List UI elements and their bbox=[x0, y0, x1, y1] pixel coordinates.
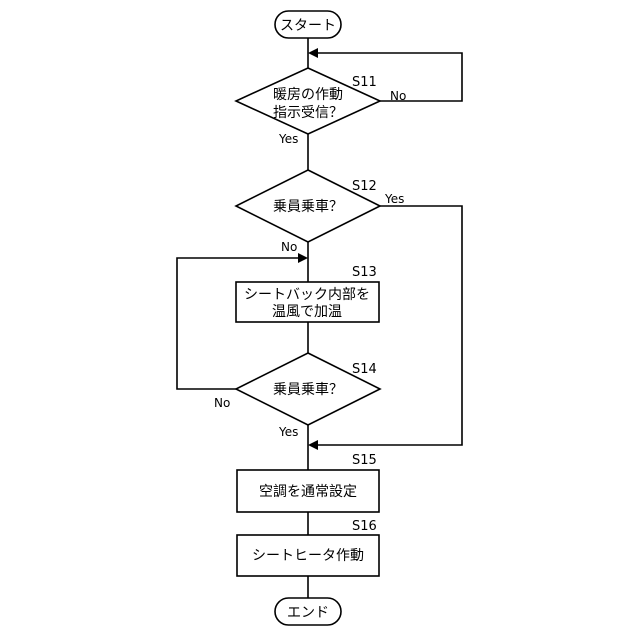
start-terminal: スタート bbox=[275, 11, 341, 38]
process-s13-line2: 温風で加温 bbox=[272, 304, 342, 320]
arrowhead-s11-loop bbox=[308, 48, 318, 58]
branch-label-s12-no: No bbox=[281, 240, 297, 254]
start-label: スタート bbox=[280, 18, 336, 34]
end-label: エンド bbox=[287, 605, 329, 621]
decision-s14: 乗員乗車？ S14 bbox=[236, 353, 380, 425]
branch-label-s14-no: No bbox=[214, 396, 230, 410]
process-s13-line1: シートバック内部を bbox=[244, 287, 370, 303]
arrowhead-s12-yes bbox=[308, 440, 318, 450]
step-id-s14: S14 bbox=[352, 362, 377, 377]
branch-label-s11-no: No bbox=[390, 89, 406, 103]
step-id-s15: S15 bbox=[352, 453, 377, 468]
step-id-s16: S16 bbox=[352, 519, 377, 534]
decision-s11-line2: 指示受信？ bbox=[273, 105, 343, 121]
end-terminal: エンド bbox=[275, 598, 341, 625]
process-s16-line1: シートヒータ作動 bbox=[252, 548, 364, 564]
branch-label-s14-yes: Yes bbox=[278, 425, 298, 439]
branch-label-s11-yes: Yes bbox=[278, 132, 298, 146]
arrowhead-s14-loop bbox=[298, 253, 308, 263]
process-s15-line1: 空調を通常設定 bbox=[259, 484, 357, 500]
step-id-s13: S13 bbox=[352, 265, 377, 280]
step-id-s11: S11 bbox=[352, 75, 377, 90]
step-id-s12: S12 bbox=[352, 179, 377, 194]
decision-s12-line1: 乗員乗車？ bbox=[273, 198, 343, 215]
branch-label-s12-yes: Yes bbox=[384, 192, 404, 206]
decision-s11: 暖房の作動 指示受信？ S11 bbox=[236, 68, 380, 134]
decision-s12: 乗員乗車？ S12 bbox=[236, 170, 380, 242]
decision-s11-line1: 暖房の作動 bbox=[273, 87, 343, 103]
decision-s14-line1: 乗員乗車？ bbox=[273, 381, 343, 398]
